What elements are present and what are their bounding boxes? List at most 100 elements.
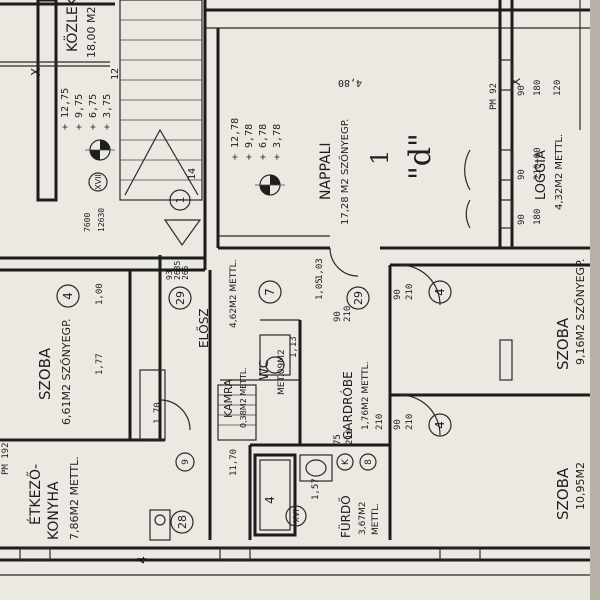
dimension-labels: 4,80 1,00 1,77 1,13 1,57 1,05 11,70 1,70… <box>95 77 362 500</box>
window-markers <box>19 59 513 561</box>
window-code-12: 210 <box>375 414 385 430</box>
paper-edge-shadow <box>590 0 600 600</box>
window-code-11: 90 <box>393 419 403 430</box>
window-code-8: 210 <box>405 284 415 300</box>
room-garderobe-area: 1,76M2 METTL. <box>361 361 371 430</box>
room-kozlek-name: KÖZLEK <box>63 0 81 52</box>
level-left-3: + 6,75 <box>88 94 99 130</box>
badge-9: 9 <box>181 459 191 465</box>
room-szoba-2-area: 9,16M2 SZŐNYEGP. <box>573 259 587 366</box>
stair-label-2: 12 <box>110 68 121 80</box>
window-code-4: 210+60 <box>533 147 543 180</box>
window-code-3: 90 <box>517 85 527 96</box>
dim-1: 4,80 <box>338 77 362 88</box>
room-nappali-area: 17,28 M2 SZŐNYEGP. <box>337 119 351 225</box>
room-wc-area: MET.09M2 <box>277 349 287 395</box>
window-code-10: 210 <box>405 414 415 430</box>
badge-4-e: 4 <box>135 556 149 564</box>
room-wc-name: WC <box>257 360 271 380</box>
room-nappali-name: NAPPALI <box>318 142 334 200</box>
elevation-marks: 265 93 2635 12630 7600 <box>83 208 190 280</box>
room-garderobe-name: GARDRÓBE <box>340 371 355 440</box>
badge-28: 28 <box>176 515 189 529</box>
dim-9: 1,03 <box>315 258 325 280</box>
badge-1: 1 <box>174 197 187 204</box>
level-left-2: + 9,75 <box>74 94 85 130</box>
elev-mark-3: 2635 <box>173 261 182 280</box>
badge-xvii: XVII <box>94 174 103 190</box>
level-marker-right <box>255 174 285 196</box>
badge-4-a: 4 <box>61 292 75 300</box>
elev-mark-5: 7600 <box>83 213 92 232</box>
kitchen-fixtures <box>139 369 171 541</box>
room-szoba-3-area: 10,95M2 <box>574 462 587 510</box>
badge-29-a: 29 <box>174 291 187 305</box>
entry-arrow <box>163 219 202 247</box>
level-left-4: + 3,75 <box>102 94 113 130</box>
pm-label-2: PM 192 <box>1 442 11 475</box>
room-furdo-area: 3,67M2 <box>358 501 368 535</box>
room-labels: SZOBA 6,61M2 SZŐNYEGP. ÉTKEZŐ- KONYHA 7,… <box>26 0 587 540</box>
room-kamra-name: KAMRA <box>222 379 235 418</box>
window-code-2: 180 <box>533 80 543 96</box>
room-kozlek-area: 18,00 M2 <box>85 7 98 58</box>
badge-7: 7 <box>263 288 277 296</box>
cross-label-1: X <box>29 68 43 76</box>
badge-8: 8 <box>364 459 374 465</box>
badge-29-b: 29 <box>352 291 365 305</box>
window-code-5: 90 <box>517 169 527 180</box>
window-codes: 120 180 90 210+60 90 180 90 210 90 210 9… <box>375 80 563 430</box>
dim-4: 1,13 <box>289 336 299 358</box>
room-szoba-2-name: SZOBA <box>554 317 572 370</box>
room-elosz-name: ELŐSZ <box>196 308 211 348</box>
dim-2: 1,00 <box>95 283 105 305</box>
apartment-type: "d" <box>403 133 438 180</box>
level-marker-left <box>85 139 115 161</box>
dim-8: 1,70 <box>153 402 163 424</box>
dim-7: 11,70 <box>229 449 239 476</box>
stair-labels: 14 12 <box>110 68 198 180</box>
level-annotations-left: + 12,75 + 9,75 + 6,75 + 3,75 <box>60 88 113 130</box>
room-szoba-1-name: SZOBA <box>36 347 54 400</box>
window-code-7: 90 <box>517 214 527 225</box>
badge-4-b: 4 <box>433 288 447 296</box>
door-code-1: 90 <box>333 311 343 322</box>
door-code-3: 75 <box>333 434 343 445</box>
pm-label-1: PM 92 <box>489 83 499 110</box>
dim-6: 1,05 <box>315 278 325 300</box>
badge-4-c: 4 <box>433 421 447 429</box>
badge-labels: 4 4 4 4 4 7 1 29 29 XVI XVII 28 K 8 9 <box>61 174 447 564</box>
window-code-1: 120 <box>553 80 563 96</box>
room-furdo-area2: METTL. <box>371 503 381 535</box>
door-codes: 90 210 75 210 <box>333 306 355 445</box>
door-code-4: 210 <box>345 429 355 445</box>
door-code-2: 210 <box>343 306 353 322</box>
cross-label-2: X <box>509 78 523 86</box>
room-etkezo-area: 7,86M2 METTL. <box>68 456 81 540</box>
apartment-number: 1 <box>366 150 394 165</box>
dim-5: 1,57 <box>311 478 321 500</box>
window-code-9: 90 <box>393 289 403 300</box>
room-szoba-3-name: SZOBA <box>554 467 572 520</box>
badge-k: K <box>341 458 351 465</box>
room-elosz-area: 4,62M2 METTL. <box>229 259 239 328</box>
room-etkezo-name2: KONYHA <box>46 481 62 540</box>
walls <box>0 0 590 576</box>
room-loggia-name: LOGGIA <box>534 150 549 200</box>
level-right-1: + 12,78 <box>230 118 241 160</box>
level-right-4: + 3,78 <box>272 124 283 160</box>
room-kamra-area: 0,38M2 METTL. <box>239 367 248 428</box>
stair-treads <box>120 19 202 196</box>
room-szoba-1-area: 6,61M2 SZŐNYEGP. <box>59 319 73 426</box>
room-furdo-name: FÜRDŐ <box>337 495 353 538</box>
elev-mark-1: 265 <box>181 265 190 280</box>
dim-3: 1,77 <box>95 353 105 375</box>
level-left-1: + 12,75 <box>60 88 71 130</box>
room-loggia-area: 4,32M2 METTL. <box>554 134 565 210</box>
room-etkezo-name: ÉTKEZŐ- <box>26 464 44 525</box>
window-code-6: 180 <box>533 209 543 225</box>
stair-label-1: 14 <box>187 168 198 180</box>
level-right-2: + 9,78 <box>244 124 255 160</box>
badge-xvi: XVI <box>292 509 301 522</box>
